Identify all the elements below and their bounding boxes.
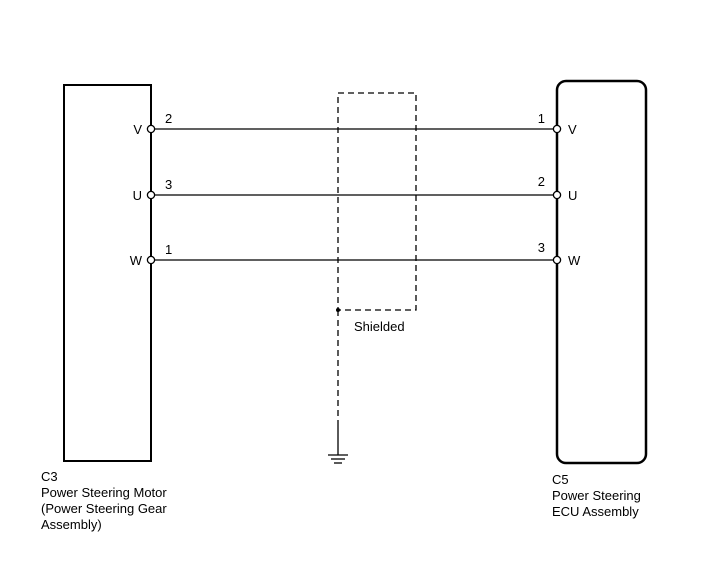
right-terminal bbox=[552, 255, 562, 265]
left-connector-name-line-3: Assembly) bbox=[41, 517, 102, 532]
shield-drain-junction bbox=[336, 308, 340, 312]
left-signal-label: W bbox=[130, 253, 143, 268]
right-component-box bbox=[555, 79, 648, 465]
left-signal-label: U bbox=[133, 188, 142, 203]
right-connector-code: C5 bbox=[552, 472, 569, 487]
left-pin-number: 2 bbox=[165, 111, 172, 126]
ground-icon bbox=[328, 454, 348, 464]
left-pin-number: 1 bbox=[165, 242, 172, 257]
left-connector-code: C3 bbox=[41, 469, 58, 484]
left-connector-name-line-2: (Power Steering Gear bbox=[41, 501, 167, 516]
shield-label: Shielded bbox=[354, 319, 405, 334]
wire-v: V 2 1 V bbox=[133, 111, 577, 137]
right-pin-number: 3 bbox=[538, 240, 545, 255]
right-connector-name-line-1: Power Steering bbox=[552, 488, 641, 503]
left-component-box bbox=[63, 84, 152, 462]
wire-w: W 1 3 W bbox=[130, 240, 581, 268]
right-connector-name-line-2: ECU Assembly bbox=[552, 504, 639, 519]
right-connector-caption: C5 Power Steering ECU Assembly bbox=[552, 472, 641, 520]
right-signal-label: U bbox=[568, 188, 577, 203]
left-connector-caption: C3 Power Steering Motor (Power Steering … bbox=[41, 469, 167, 533]
left-signal-label: V bbox=[133, 122, 142, 137]
left-pin-number: 3 bbox=[165, 177, 172, 192]
left-terminal bbox=[146, 255, 156, 265]
right-terminal bbox=[552, 124, 562, 134]
right-terminal bbox=[552, 190, 562, 200]
shield-outline bbox=[337, 92, 417, 311]
right-pin-number: 2 bbox=[538, 174, 545, 189]
left-terminal bbox=[146, 190, 156, 200]
wire-u: U 3 2 U bbox=[133, 174, 578, 203]
right-signal-label: W bbox=[568, 253, 581, 268]
left-connector-name-line-1: Power Steering Motor bbox=[41, 485, 167, 500]
left-terminal bbox=[146, 124, 156, 134]
right-pin-number: 1 bbox=[538, 111, 545, 126]
right-signal-label: V bbox=[568, 122, 577, 137]
